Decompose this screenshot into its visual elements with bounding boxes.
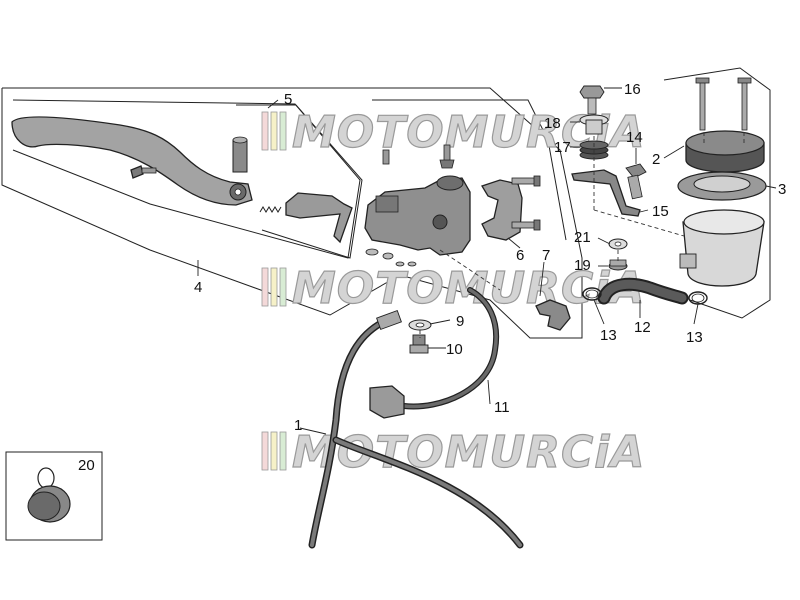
banjo-bolt <box>409 334 429 354</box>
hose-nut <box>608 259 628 271</box>
hose-clamp-right <box>688 291 708 305</box>
hose-washer <box>608 238 628 250</box>
inset-grommet <box>27 467 71 523</box>
leader-lines <box>197 87 777 435</box>
callout-10: 10 <box>446 341 463 358</box>
callout-5: 5 <box>284 91 292 108</box>
master-cylinder-body <box>364 175 471 256</box>
lever-adjuster-screw <box>130 165 157 179</box>
fluid-reservoir <box>679 209 765 287</box>
reservoir-diaphragm <box>677 171 767 201</box>
callout-6: 6 <box>516 247 524 264</box>
watermark-text-bottom: MOTOMURCiA <box>292 427 645 478</box>
brake-lever <box>11 116 253 206</box>
hose-clamp-left <box>582 287 602 301</box>
callout-19: 19 <box>574 257 591 274</box>
callout-14: 14 <box>626 129 643 146</box>
callout-21: 21 <box>574 229 591 246</box>
reservoir-hose <box>597 277 689 305</box>
small-washers <box>365 248 417 267</box>
callout-15: 15 <box>652 203 669 220</box>
handlebar-clamp <box>481 179 523 241</box>
brake-hose <box>308 310 524 549</box>
callout-13-right: 13 <box>686 329 703 346</box>
bracket-screw <box>625 163 647 200</box>
brake-switch-wire <box>369 287 500 419</box>
callout-13-left: 13 <box>600 327 617 344</box>
callout-12: 12 <box>634 319 651 336</box>
reservoir-cap <box>685 130 765 173</box>
reservoir-mount-bolt <box>579 85 605 115</box>
callout-16: 16 <box>624 81 641 98</box>
callout-2: 2 <box>652 151 660 168</box>
callout-9: 9 <box>456 313 464 330</box>
reservoir-bracket <box>571 169 641 217</box>
sealing-washer <box>408 319 432 331</box>
callout-18: 18 <box>544 115 561 132</box>
return-spring <box>259 206 282 213</box>
reservoir-cap-screws <box>695 77 752 131</box>
watermark-bottom: MOTOMURCiA <box>261 426 645 479</box>
assembly-guide-lines <box>419 132 745 338</box>
callout-11: 11 <box>494 399 510 416</box>
lever-pivot-block <box>285 192 353 244</box>
callout-7: 7 <box>542 247 550 264</box>
callout-3: 3 <box>778 181 786 198</box>
mount-spacer <box>579 114 609 135</box>
callout-1: 1 <box>294 417 302 434</box>
callout-20: 20 <box>78 457 95 474</box>
callout-4: 4 <box>194 279 202 296</box>
assembly-frames <box>1 67 771 541</box>
lever-pivot-bushing <box>232 136 248 173</box>
clamp-bolts <box>511 175 541 231</box>
hose-elbow-fitting <box>535 299 571 331</box>
callout-labels: 5 4 6 7 9 10 11 1 16 18 17 14 15 21 19 2… <box>78 81 786 474</box>
body-top-screws <box>382 144 455 169</box>
callout-17: 17 <box>554 139 571 156</box>
